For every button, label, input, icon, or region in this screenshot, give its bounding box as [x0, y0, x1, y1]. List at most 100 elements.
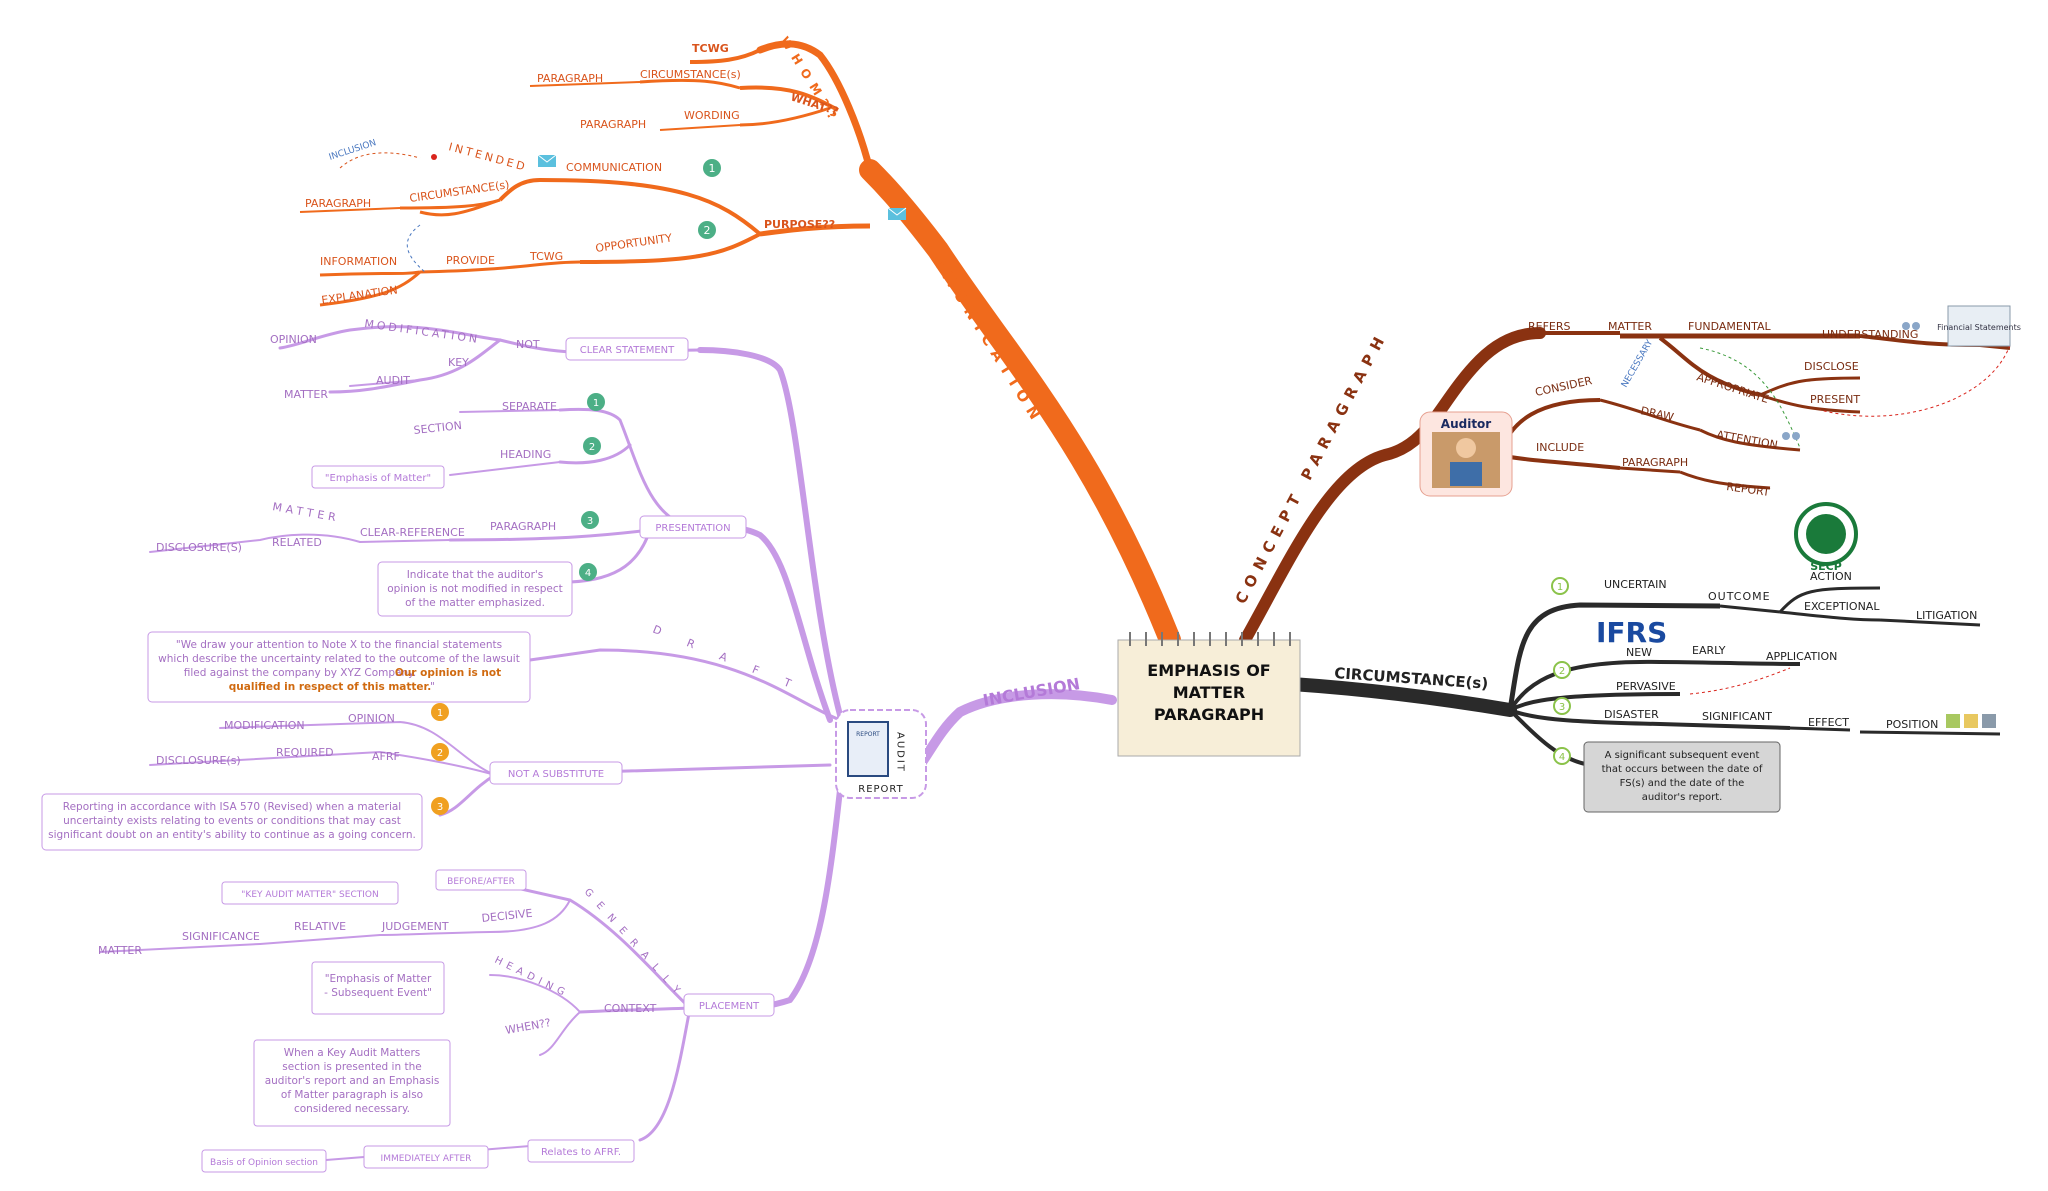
tcwg-top-label: TCWG: [692, 42, 729, 55]
eom-quote-box: "Emphasis of Matter": [311, 465, 445, 489]
context-label: CONTEXT: [604, 1002, 657, 1015]
judgement-label: JUDGEMENT: [381, 920, 449, 933]
information-label: INFORMATION: [320, 255, 397, 268]
center-title-line3: PARAGRAPH: [1154, 705, 1264, 724]
svg-text:A significant subsequent event: A significant subsequent event: [1605, 750, 1760, 761]
center-title-line1: EMPHASIS OF: [1147, 661, 1270, 680]
purpose-label: PURPOSE??: [764, 218, 835, 231]
center-title-line2: MATTER: [1173, 683, 1246, 702]
uncertain-label: UNCERTAIN: [1604, 578, 1667, 591]
attention-label: ATTENTION: [1715, 428, 1778, 452]
svg-text:auditor's report and an Emphas: auditor's report and an Emphasis: [265, 1075, 440, 1087]
auditor-label: Auditor: [1441, 417, 1492, 431]
not-label: NOT: [516, 338, 540, 351]
disclosures-label: DISCLOSURE(S): [156, 541, 242, 554]
new-label: NEW: [1626, 646, 1652, 659]
svg-text:- Subsequent Event": - Subsequent Event": [324, 987, 432, 999]
svg-text:filed against the company by X: filed against the company by XYZ Company…: [184, 667, 416, 679]
secp-logo: SECP: [1794, 502, 1858, 573]
svg-text:uncertainty exists relating to: uncertainty exists relating to events or…: [63, 815, 401, 827]
required-label: REQUIRED: [276, 746, 334, 759]
early-label: EARLY: [1692, 644, 1726, 657]
branch-circumstances: [1285, 586, 2001, 767]
svg-text:PLACEMENT: PLACEMENT: [699, 1001, 760, 1012]
svg-text:PRESENTATION: PRESENTATION: [655, 523, 730, 534]
svg-text:"KEY AUDIT MATTER" SECTION: "KEY AUDIT MATTER" SECTION: [241, 890, 378, 900]
intended-label: INTENDED: [447, 140, 529, 174]
svg-text:that occurs between the date o: that occurs between the date of: [1602, 764, 1763, 775]
svg-text:3: 3: [437, 802, 443, 813]
opinion-label: OPINION: [270, 333, 317, 346]
wording-label: WORDING: [684, 109, 740, 122]
decisive-label: DECISIVE: [481, 907, 533, 925]
audit-label: AUDIT: [376, 374, 410, 387]
paragraph-mid-label: PARAGRAPH: [305, 197, 371, 210]
before-after-node: BEFORE/AFTER: [435, 869, 527, 891]
necessary-label: NECESSARY: [1620, 338, 1656, 390]
audit-vertical-label: AUDIT: [895, 732, 906, 773]
svg-text:1: 1: [593, 398, 599, 409]
heading-label: HEADING: [500, 448, 551, 461]
communication-branch-label: COMMUNICATION: [907, 218, 1048, 429]
circumstances-top-label: CIRCUMSTANCE(s): [640, 68, 741, 81]
opinion2-label: OPINION: [348, 712, 395, 725]
concept-paragraph-label: PARAGRAPH: [1622, 456, 1688, 469]
svg-text:FS(s) and the date of the: FS(s) and the date of the: [1620, 778, 1745, 789]
ifrs-logo: IFRS: [1596, 616, 1667, 649]
svg-text:2: 2: [1559, 666, 1565, 677]
branch-communication: [299, 40, 1181, 651]
paragraph-label: PARAGRAPH: [490, 520, 556, 533]
inclusion-small-label: INCLUSION: [328, 138, 378, 163]
draft-label: DRAFT: [651, 623, 819, 701]
kam-box: When a Key Audit Matters section is pres…: [253, 1039, 451, 1127]
disclose-label: DISCLOSE: [1804, 360, 1859, 373]
svg-text:section is presented in the: section is presented in the: [282, 1061, 421, 1073]
include-label: INCLUDE: [1536, 441, 1584, 454]
concept-report-label: REPORT: [1726, 480, 1771, 499]
svg-text:"We draw your attention to Not: "We draw your attention to Note X to the…: [176, 639, 502, 651]
refers-label: REFERS: [1528, 320, 1571, 333]
relates-afrf-node: Relates to AFRF.: [527, 1139, 635, 1163]
center-node[interactable]: EMPHASIS OF MATTER PARAGRAPH: [1117, 632, 1301, 757]
not-substitute-node: NOT A SUBSTITUTE: [489, 761, 623, 785]
afrf-label: AFRF: [372, 750, 400, 763]
eom-subsequent-box: "Emphasis of Matter - Subsequent Event": [311, 961, 445, 1015]
relative-label: RELATIVE: [294, 920, 346, 933]
pervasive-label: PERVASIVE: [1616, 680, 1676, 693]
clear-reference-label: CLEAR-REFERENCE: [360, 526, 465, 539]
svg-text:Our opinion is not: Our opinion is not: [395, 667, 501, 679]
branch-inclusion: [99, 325, 1117, 1151]
branch-concept: [1239, 327, 2011, 646]
immediately-after-node: IMMEDIATELY AFTER: [363, 1145, 489, 1169]
consider-label: CONSIDER: [1534, 374, 1594, 399]
svg-text:qualified in respect of this m: qualified in respect of this matter.: [229, 681, 431, 693]
circ-badge-1: 1: [1551, 577, 1569, 595]
secp-label: SECP: [1810, 560, 1842, 573]
envelope-icon: [887, 207, 907, 220]
svg-text:significant doubt on an entity: significant doubt on an entity's ability…: [48, 829, 416, 841]
svg-text:"Emphasis of Matter: "Emphasis of Matter: [325, 973, 432, 985]
presentation-node: PRESENTATION: [639, 515, 747, 539]
disclosures2-label: DISCLOSURE(s): [156, 754, 241, 767]
opportunity-label: OPPORTUNITY: [595, 231, 673, 255]
outcome-label: OUTCOME: [1708, 590, 1771, 603]
subsequent-event-box: A significant subsequent event that occu…: [1583, 741, 1781, 813]
placement-node: PLACEMENT: [683, 993, 775, 1017]
svg-text:3: 3: [1559, 702, 1565, 713]
present-label: PRESENT: [1810, 393, 1860, 406]
svg-text:auditor's report.: auditor's report.: [1642, 792, 1723, 803]
effect-label: EFFECT: [1808, 716, 1849, 729]
svg-text:BEFORE/AFTER: BEFORE/AFTER: [447, 877, 515, 887]
svg-text:Basis of Opinion section: Basis of Opinion section: [210, 1158, 318, 1168]
position-label: POSITION: [1886, 718, 1938, 731]
tcwg-mid-label: TCWG: [529, 250, 563, 263]
circ-badge-3: 3: [1553, 697, 1571, 715]
svg-text:NOT A SUBSTITUTE: NOT A SUBSTITUTE: [508, 769, 604, 780]
report-icon-label: REPORT: [856, 731, 880, 738]
action-label: ACTION: [1810, 570, 1852, 583]
svg-text:Relates to AFRF.: Relates to AFRF.: [541, 1147, 621, 1158]
svg-text:4: 4: [585, 568, 591, 579]
svg-text:4: 4: [1559, 752, 1565, 763]
svg-text:which describe the uncertainty: which describe the uncertainty related t…: [158, 653, 520, 665]
